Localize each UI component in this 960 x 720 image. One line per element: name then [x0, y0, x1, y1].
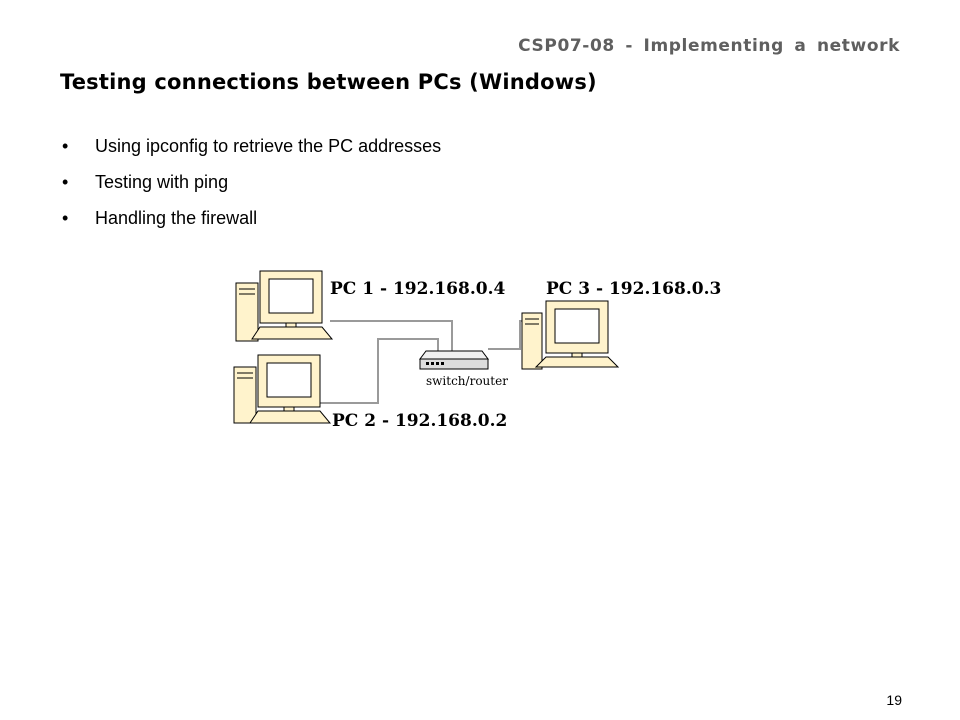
pc3-computer-icon	[521, 300, 620, 370]
slide-title: Testing connections between PCs (Windows…	[60, 70, 597, 94]
pc2-computer-icon	[233, 354, 332, 424]
cable-pc1	[330, 320, 453, 353]
bullet-item: Handling the firewall	[60, 206, 441, 242]
switch-router-icon	[419, 350, 489, 370]
pc1-label: PC 1 - 192.168.0.4	[330, 279, 506, 299]
pc1-computer-icon	[235, 270, 334, 342]
switch-label: switch/router	[426, 374, 508, 388]
pc2-label: PC 2 - 192.168.0.2	[332, 411, 507, 431]
cable-pc2	[318, 338, 439, 404]
pc3-label: PC 3 - 192.168.0.3	[546, 279, 721, 299]
network-diagram: PC 1 - 192.168.0.4 PC 3 - 192.168.0.3 PC…	[233, 270, 721, 431]
course-header: CSP07-08 - Implementing a network	[518, 36, 900, 56]
bullet-list: Using ipconfig to retrieve the PC addres…	[60, 134, 441, 242]
bullet-item: Testing with ping	[60, 170, 441, 206]
page-number: 19	[886, 692, 902, 708]
bullet-item: Using ipconfig to retrieve the PC addres…	[60, 134, 441, 170]
